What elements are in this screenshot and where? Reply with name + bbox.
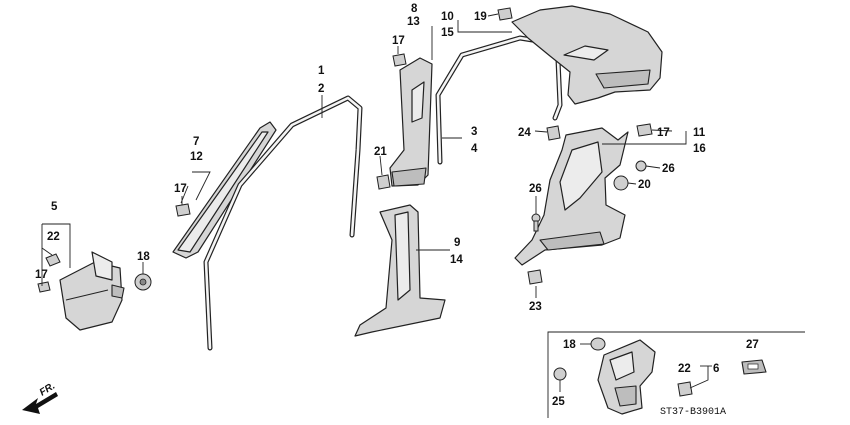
callout-13: 13: [407, 16, 420, 28]
clip-17-apillar: [175, 203, 191, 217]
rear-door-weatherstrip: [435, 35, 563, 165]
callout-14: 14: [450, 254, 463, 266]
callout-25: 25: [552, 396, 565, 408]
cap-27: [741, 359, 767, 375]
b-pillar-upper-trim: [389, 57, 433, 187]
clip-23: [527, 269, 543, 285]
callout-8: 8: [411, 3, 418, 15]
inset-frame: [547, 331, 805, 418]
callout-18-left: 18: [137, 251, 150, 263]
callout-19: 19: [474, 11, 487, 23]
rear-lower-bracket: [597, 339, 656, 415]
c-pillar-trim: [511, 5, 663, 105]
callout-16: 16: [693, 143, 706, 155]
screw-26-left: [531, 213, 541, 232]
diagram-code: ST37-B3901A: [660, 407, 726, 418]
screw-26-right: [635, 160, 647, 172]
grommet-18-left: [134, 273, 152, 291]
callout-24: 24: [518, 127, 531, 139]
clip-19: [497, 7, 513, 21]
callout-9: 9: [454, 237, 460, 249]
rear-quarter-trim: [514, 127, 629, 266]
callout-15: 15: [441, 27, 454, 39]
clip-22-left: [45, 253, 61, 267]
callout-5: 5: [51, 201, 58, 213]
callout-1: 1: [318, 65, 325, 77]
callout-22-left: 22: [47, 231, 60, 243]
callout-4: 4: [471, 143, 478, 155]
front-door-weatherstrip: [203, 95, 363, 351]
callout-20: 20: [638, 179, 651, 191]
leader-lines: [41, 13, 712, 392]
callout-21: 21: [374, 146, 387, 158]
callout-27: 27: [746, 339, 759, 351]
callout-2: 2: [318, 83, 324, 95]
clip-17-left: [37, 281, 51, 293]
callout-17-left: 17: [35, 269, 48, 281]
callout-7: 7: [193, 136, 199, 148]
clip-17-bpillar: [392, 53, 407, 67]
callout-17-quarter: 17: [657, 127, 670, 139]
callout-11: 11: [693, 127, 706, 139]
callout-18-inset: 18: [563, 339, 576, 351]
b-pillar-lower-trim: [354, 204, 446, 337]
callout-26-right: 26: [662, 163, 675, 175]
clip-24: [546, 125, 561, 141]
kick-panel-front: [59, 251, 125, 331]
callout-10: 10: [441, 11, 454, 23]
clip-22-inset: [677, 381, 693, 397]
screw-25: [553, 367, 567, 381]
front-direction-arrow: [22, 392, 58, 414]
a-pillar-garnish: [172, 121, 277, 259]
callout-17-bpillar: 17: [392, 35, 405, 47]
grommet-18-inset: [590, 337, 606, 351]
callout-12: 12: [190, 151, 203, 163]
callout-3: 3: [471, 126, 477, 138]
clip-21: [376, 174, 391, 190]
grommet-20: [613, 175, 629, 191]
callout-23: 23: [529, 301, 542, 313]
callout-26-left: 26: [529, 183, 542, 195]
callout-17-apillar: 17: [174, 183, 187, 195]
clip-17-quarter: [636, 123, 653, 137]
callout-6: 6: [713, 363, 719, 375]
callout-22-inset: 22: [678, 363, 691, 375]
